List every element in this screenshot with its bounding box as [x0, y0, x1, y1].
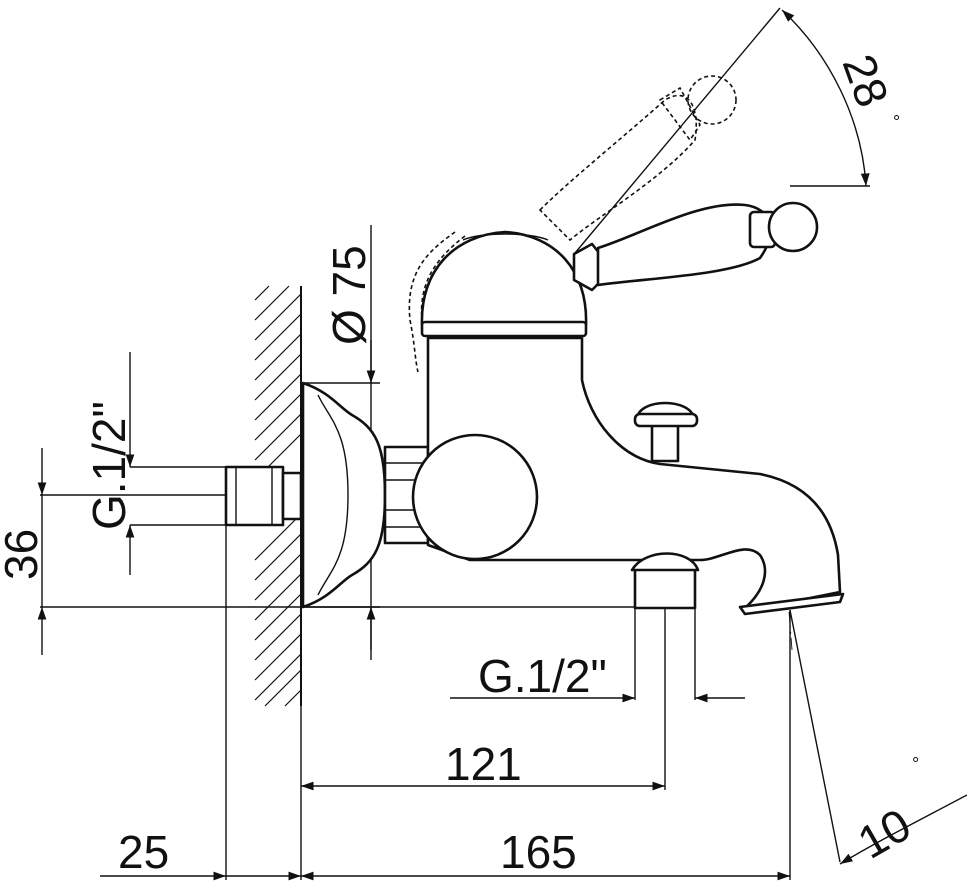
wall-flange [301, 381, 387, 609]
dim-wall-offset: 25 [118, 826, 169, 878]
lever-handle [572, 201, 819, 292]
dim-outlet-thread: G.1/2" [478, 650, 607, 702]
shower-outlet [630, 552, 700, 610]
dim-spout-angle-degree: ° [912, 754, 919, 774]
dim-handle-rotation: 28 [833, 48, 899, 114]
cartridge-dome [420, 230, 588, 327]
wall-hatching [254, 285, 302, 707]
diverter-knob [633, 401, 699, 463]
dimension-lines [37, 9, 967, 881]
dim-outlet-distance: 121 [445, 738, 522, 790]
mixer-body [426, 336, 842, 610]
inlet-nipple [224, 465, 285, 527]
lever-handle-raised [408, 75, 737, 373]
dim-handle-rotation-degree: ° [893, 112, 900, 132]
body-sphere [411, 433, 539, 561]
dim-flange-diameter: Ø 75 [323, 245, 375, 345]
dim-spout-angle: 10 [849, 798, 919, 869]
faucet-body [224, 230, 845, 616]
spout-tip [738, 592, 845, 616]
dim-spout-reach: 165 [500, 826, 577, 878]
dim-inlet-thread: G.1/2" [83, 401, 135, 530]
dim-inlet-height: 36 [0, 529, 47, 580]
